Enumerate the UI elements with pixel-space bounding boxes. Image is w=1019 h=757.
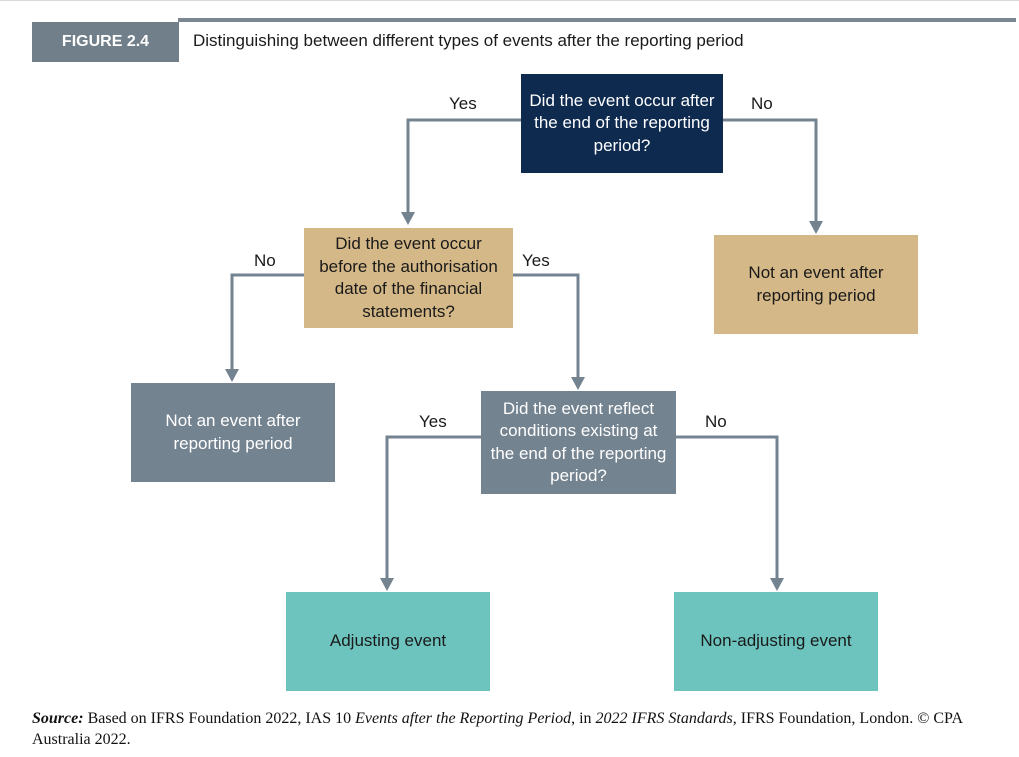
source-italic-1: Events after the Reporting Period <box>355 710 572 727</box>
source-note: Source: Based on IFRS Foundation 2022, I… <box>32 708 1007 750</box>
node-q3: Did the event reflect conditions existin… <box>481 391 676 494</box>
source-italic-2: 2022 IFRS Standards <box>595 710 733 727</box>
source-label: Source: <box>32 710 84 727</box>
connector-q3-no <box>676 435 779 578</box>
node-adjusting-text: Adjusting event <box>329 631 447 651</box>
node-not-event-right: Not an event after reporting period <box>714 235 918 334</box>
figure-label: FIGURE 2.4 <box>32 22 179 62</box>
top-rule <box>0 0 1019 1</box>
arrowhead-q1-yes <box>401 212 415 225</box>
arrowhead-q2-no <box>225 369 239 382</box>
node-non-adjusting-text: Non-adjusting event <box>700 631 852 651</box>
connector-q1-no <box>722 118 818 221</box>
edge-label-q3-no: No <box>705 412 727 431</box>
source-text-1: Based on IFRS Foundation 2022, IAS 10 <box>83 710 356 727</box>
node-non-adjusting: Non-adjusting event <box>674 592 878 691</box>
node-adjusting: Adjusting event <box>286 592 490 691</box>
arrowhead-q3-yes <box>380 578 394 591</box>
figure-title: Distinguishing between different types o… <box>193 31 744 50</box>
connector-q1-yes <box>406 118 521 212</box>
node-not-event-left-text: Not an event after reporting period <box>165 411 301 453</box>
arrowhead-q1-no <box>809 221 823 234</box>
node-q2: Did the event occur before the authorisa… <box>304 228 513 328</box>
node-q1: Did the event occur after the end of the… <box>521 74 723 173</box>
node-not-event-right-text: Not an event after reporting period <box>748 263 884 305</box>
connector-q2-no <box>230 273 305 369</box>
node-q1-text: Did the event occur after the end of the… <box>529 90 715 155</box>
edge-label-q3-yes: Yes <box>419 412 447 431</box>
edge-label-q2-no: No <box>254 251 276 270</box>
edge-label-q1-no: No <box>751 94 773 113</box>
node-q3-text: Did the event reflect conditions existin… <box>490 398 667 486</box>
edge-label-q1-yes: Yes <box>449 94 477 113</box>
connector-q3-yes <box>385 435 481 578</box>
header-bar <box>178 18 1016 22</box>
edge-label-q2-yes: Yes <box>522 251 550 270</box>
arrowhead-q3-no <box>770 578 784 591</box>
source-text-2: , in <box>571 710 596 727</box>
arrowhead-q2-yes <box>571 377 585 390</box>
node-not-event-left: Not an event after reporting period <box>131 383 335 482</box>
node-q2-text: Did the event occur before the authorisa… <box>319 234 498 321</box>
source-text-3: , IFRS Foundation, London. © CPA Austral… <box>32 710 963 748</box>
connector-q2-yes <box>512 273 580 377</box>
